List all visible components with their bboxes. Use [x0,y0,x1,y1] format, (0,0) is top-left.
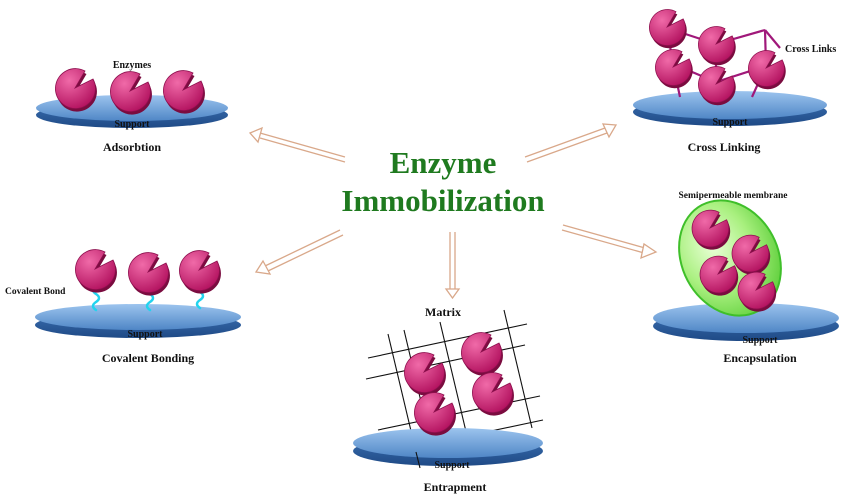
semipermeable-membrane-annotation: Semipermeable membrane [679,191,788,201]
support-label: Support [742,335,778,346]
support-disc [35,304,241,338]
title-line-2: Immobilization [341,183,544,218]
enzyme [128,252,171,296]
covalent-bond-annotation: Covalent Bond [5,287,66,297]
support-label: Support [712,117,748,128]
enzymes-annotation: Enzymes [113,60,151,71]
arrow-to-cross-linking [524,123,618,163]
enzyme [404,352,447,396]
encapsulation-panel: Semipermeable membrane Support Encapsula… [653,191,839,365]
covalent-bonding-label: Covalent Bonding [102,351,194,365]
support-label: Support [434,460,470,471]
enzyme [461,332,504,376]
matrix-grid-front [415,451,421,469]
enzyme [179,250,222,294]
enzyme [698,26,737,66]
arrows [248,123,658,300]
matrix-annotation: Matrix [425,305,461,319]
cross-links-annotation: Cross Links [785,44,836,55]
cross-linking-label: Cross Linking [688,140,761,154]
enzyme [748,50,787,90]
arrow-to-adsorption [248,126,346,163]
support-label: Support [114,119,150,130]
enzyme [655,49,694,89]
cross-linking-panel: Support Cross Links Cross Linking [633,9,836,154]
support-label: Support [127,329,163,340]
covalent-panel: Support Covalent Bond Covalent Bonding [5,249,241,365]
entrapment-label: Entrapment [424,480,487,494]
support-disc [633,91,827,126]
arrow-to-entrapment [444,232,461,300]
title-line-1: Enzyme [390,145,497,180]
support-disc [353,428,543,466]
enzyme [75,249,118,293]
adsorption-panel: Support Enzymes Adsorbtion [36,60,228,154]
encapsulation-label: Encapsulation [723,351,797,365]
adsorption-label: Adsorbtion [103,140,161,154]
support-disc [653,303,839,341]
arrow-to-covalent [254,229,344,275]
enzyme [649,9,688,49]
arrow-to-encapsulation [561,224,658,260]
entrapment-panel: Matrix Support Entrapment [353,305,544,494]
